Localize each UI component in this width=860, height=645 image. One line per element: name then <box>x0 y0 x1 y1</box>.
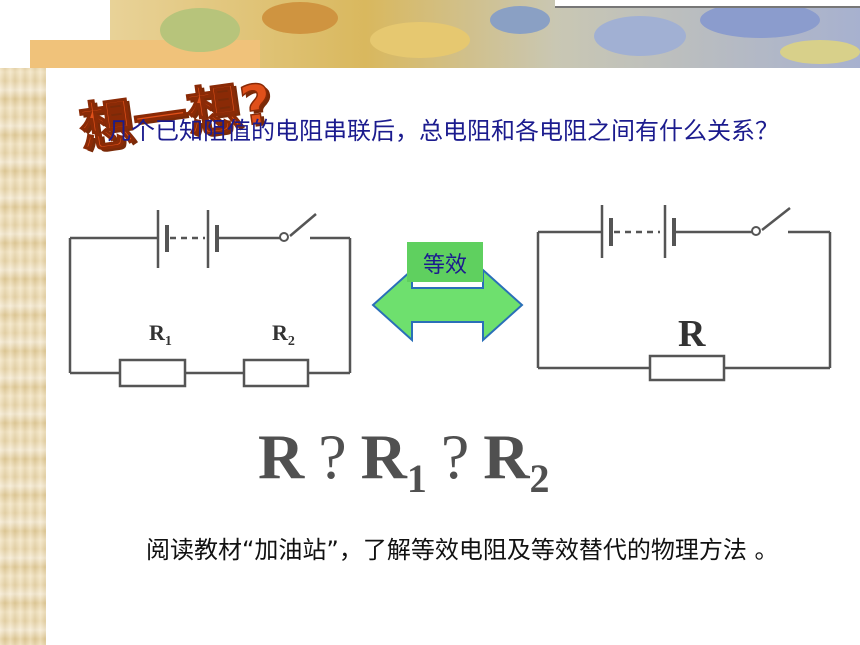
r2-label: R2 <box>272 320 295 349</box>
decorative-banner <box>0 0 860 68</box>
switch-contact <box>279 232 289 242</box>
resistor-r2 <box>242 358 310 388</box>
question-text: 几个已知阻值的电阻串联后，总电阻和各电阻之间有什么关系？ <box>107 117 779 145</box>
r-label: R <box>678 313 706 355</box>
formula-r2-sub: 2 <box>529 456 550 501</box>
switch-contact-right <box>751 226 761 236</box>
formula-unknown-1: ? <box>318 421 347 492</box>
equivalence-label: 等效 <box>423 253 467 278</box>
r1-label: R1 <box>149 320 172 349</box>
decorative-left-strip <box>0 0 46 645</box>
formula-r: R <box>258 421 305 492</box>
equivalent-circuit <box>536 205 832 370</box>
title-think: 想一想? 想一想? <box>75 48 408 164</box>
formula-r1-sub: 1 <box>406 456 427 501</box>
circuit-diagrams: R1 R2 等效 R <box>0 190 860 410</box>
reading-instruction: 阅读教材“加油站”，了解等效电阻及等效替代的物理方法 。 <box>146 536 779 564</box>
resistor-r <box>648 354 726 382</box>
resistance-formula: R?R1?R2 <box>258 420 549 502</box>
formula-r1: R <box>360 421 407 492</box>
series-circuit <box>68 210 352 375</box>
equivalence-arrow: 等效 <box>371 242 524 343</box>
resistor-r1 <box>118 358 187 388</box>
formula-unknown-2: ? <box>440 421 470 492</box>
formula-r2: R <box>483 421 530 492</box>
